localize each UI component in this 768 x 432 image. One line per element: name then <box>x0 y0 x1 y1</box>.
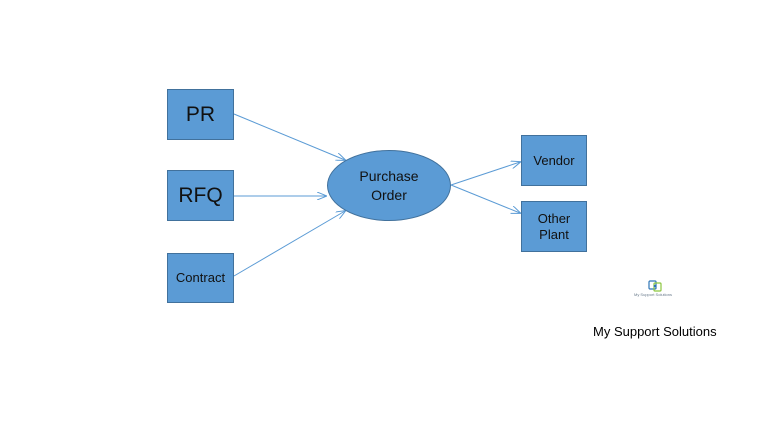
brand-name: My Support Solutions <box>593 324 717 339</box>
vendor-node: Vendor <box>521 135 587 186</box>
contract-node: Contract <box>167 253 234 303</box>
purchase-order-node: Purchase Order <box>327 150 451 221</box>
logo-mark-icon <box>648 280 662 292</box>
company-logo: My Support Solutions <box>626 280 680 302</box>
rfq-node: RFQ <box>167 170 234 221</box>
other-plant-label: Other Plant <box>537 210 571 242</box>
arrow-po-to-other-plant <box>450 184 520 213</box>
purchase-order-label: Purchase Order <box>359 168 419 203</box>
arrow-pr-to-po <box>233 113 345 160</box>
pr-node: PR <box>167 89 234 140</box>
rfq-node-label: RFQ <box>178 183 223 207</box>
logo-text: My Support Solutions <box>633 292 673 297</box>
contract-node-label: Contract <box>175 270 226 286</box>
arrow-po-to-vendor <box>450 162 520 186</box>
other-plant-node: Other Plant <box>521 201 587 252</box>
vendor-node-label: Vendor <box>533 152 575 168</box>
arrow-contract-to-po <box>233 211 345 277</box>
pr-node-label: PR <box>185 102 216 126</box>
